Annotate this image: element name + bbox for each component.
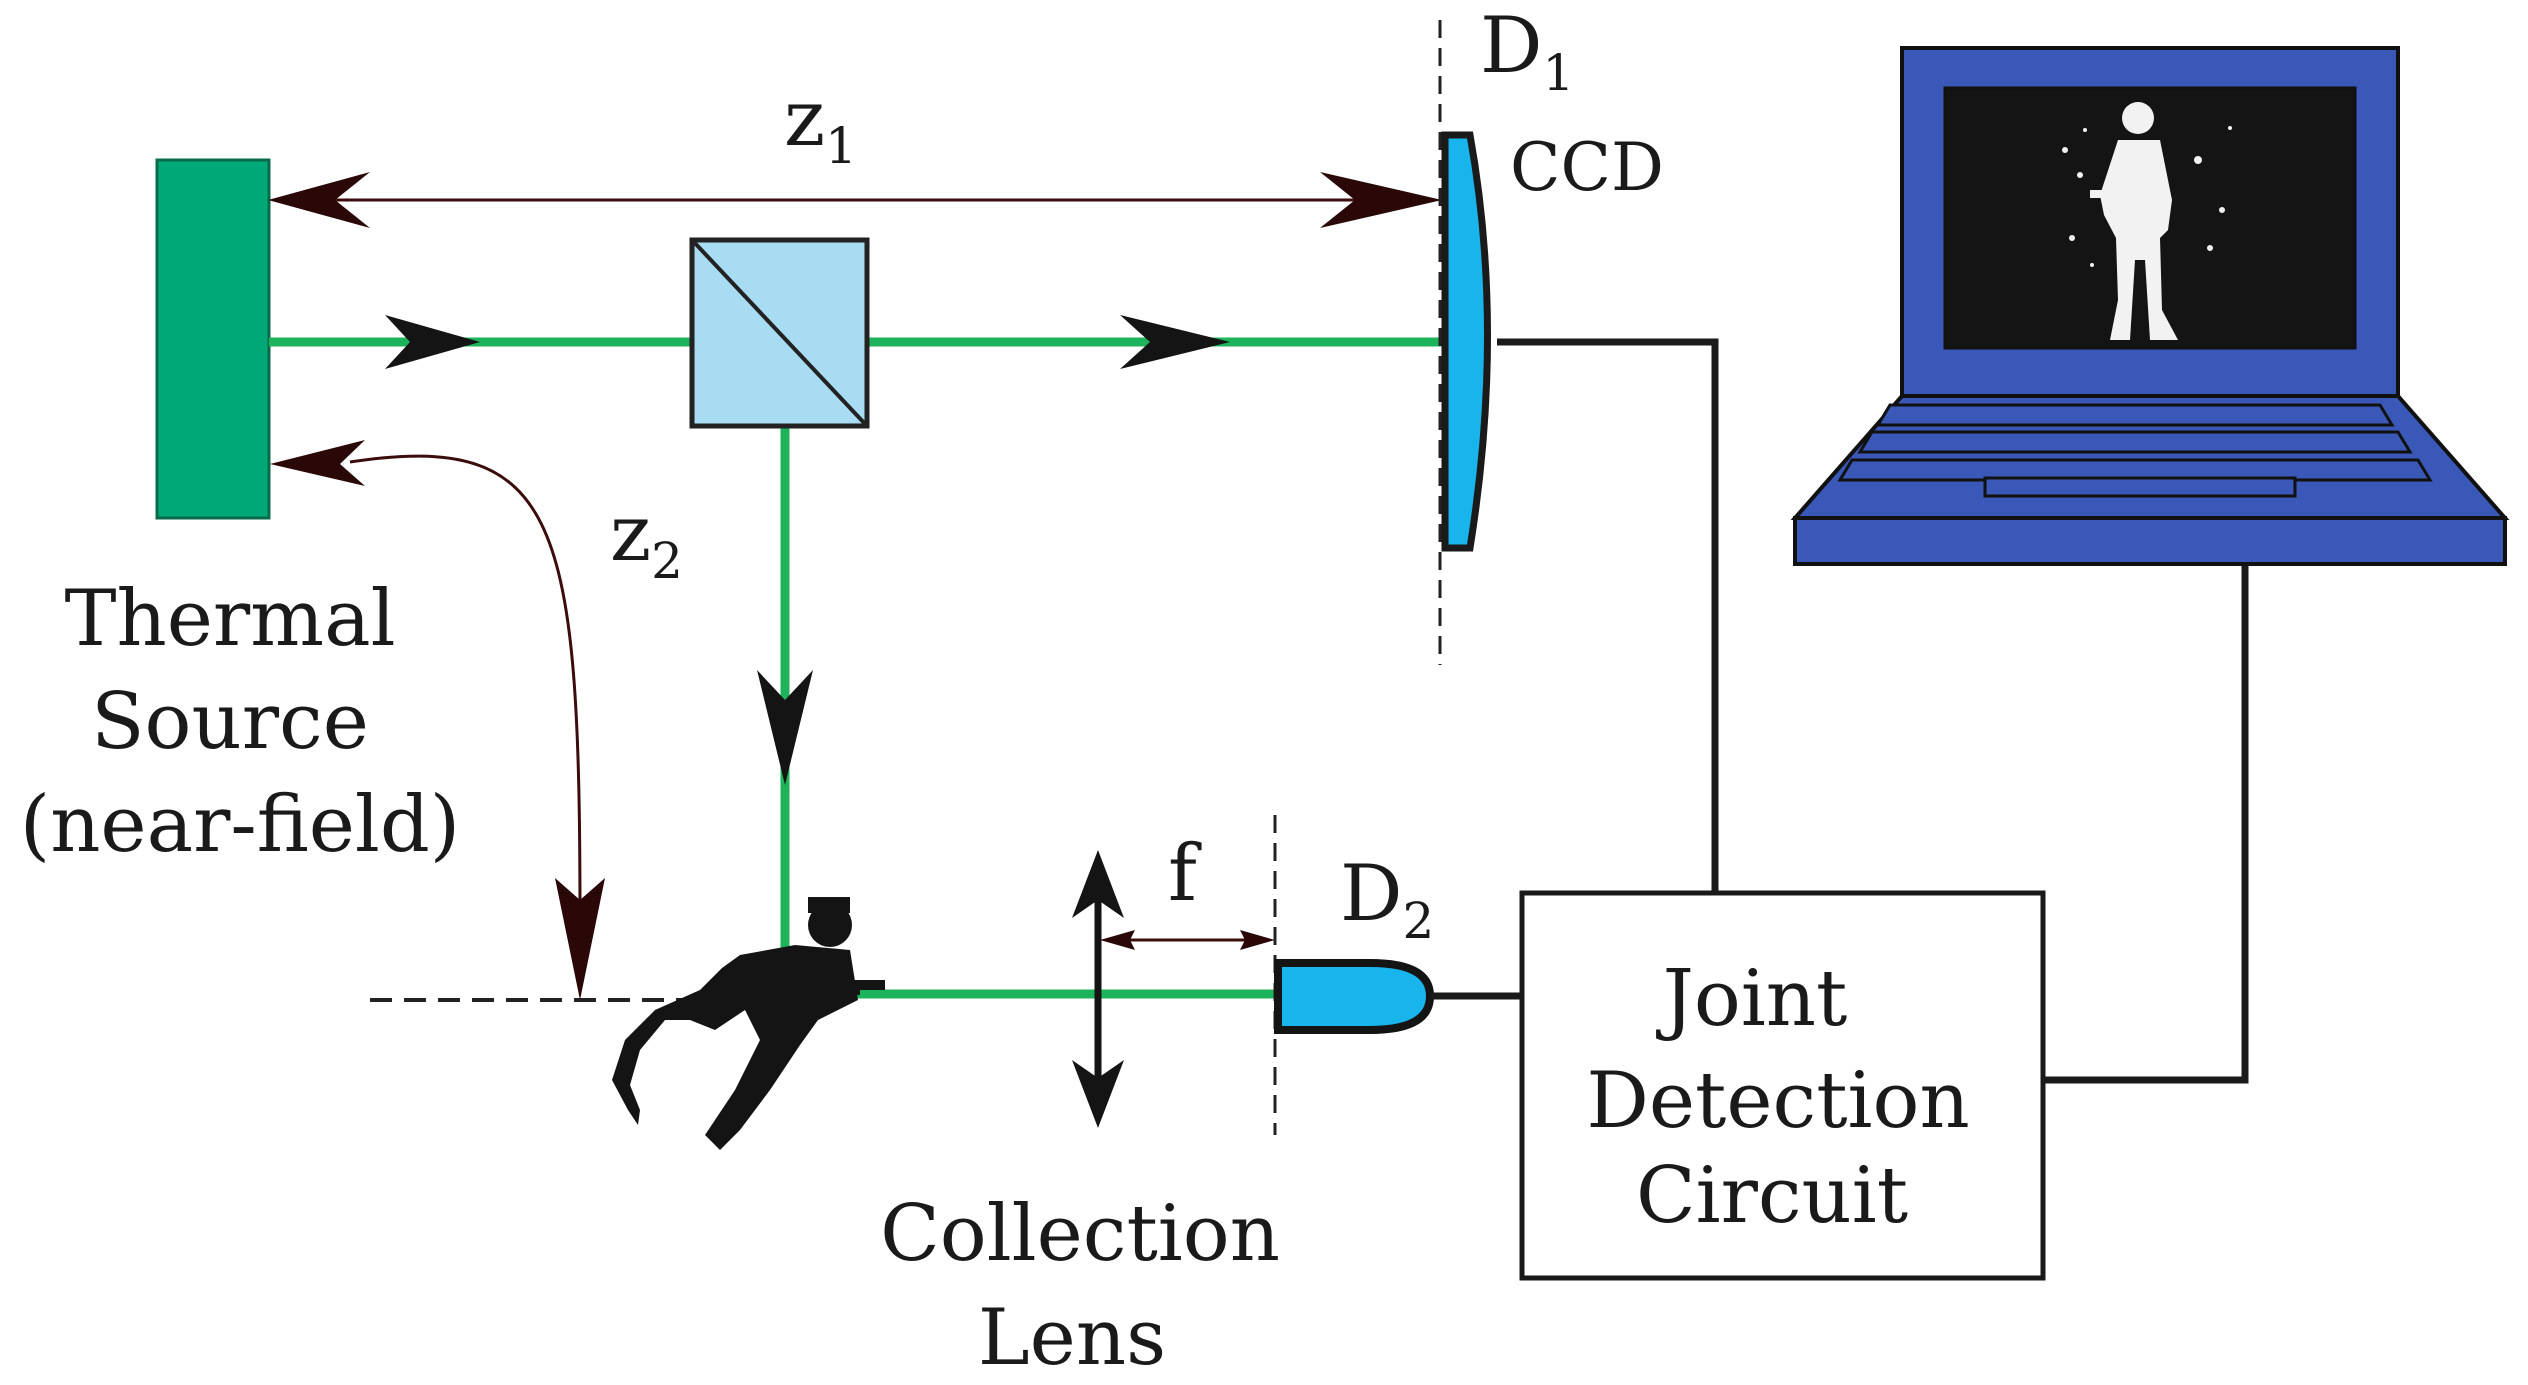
d2-label: D2 [1340,849,1434,950]
joint-detection-label-line3: Circuit [1636,1151,1908,1241]
circuit-wires [1430,338,2249,1084]
ccd-label: CCD [1510,129,1664,206]
thermal-source-label-line1: Thermal [64,574,395,664]
thermal-source-label-line3: (near-field) [20,780,460,870]
collection-lens-label-line1: Collection [880,1189,1280,1279]
soldier-object [612,897,885,1150]
focal-distance-arrow [1100,930,1275,950]
collection-lens-label-line2: Lens [978,1293,1166,1383]
collection-lens [1072,850,1124,1128]
d1-label: D1 [1480,1,1574,102]
joint-detection-label-line1: Joint [1656,954,1848,1044]
beam-splitter [689,237,870,429]
beam-direction-arrows [385,315,1230,785]
z2-label: z2 [610,489,683,590]
ccd-detector-d1 [1438,20,1491,665]
joint-detection-label-line2: Detection [1586,1056,1969,1146]
thermal-source-label-line2: Source [91,677,369,767]
f-label: f [1168,829,1202,919]
thermal-source-block [155,158,271,520]
z2-distance-arrow [270,440,605,1000]
laptop [1790,46,2510,566]
reconstructed-image-silhouette [2062,102,2232,340]
beam-paths [269,337,1445,999]
z1-label: z1 [784,74,857,175]
joint-detection-circuit-box [1519,890,2046,1281]
z1-distance-arrow [268,172,1442,228]
